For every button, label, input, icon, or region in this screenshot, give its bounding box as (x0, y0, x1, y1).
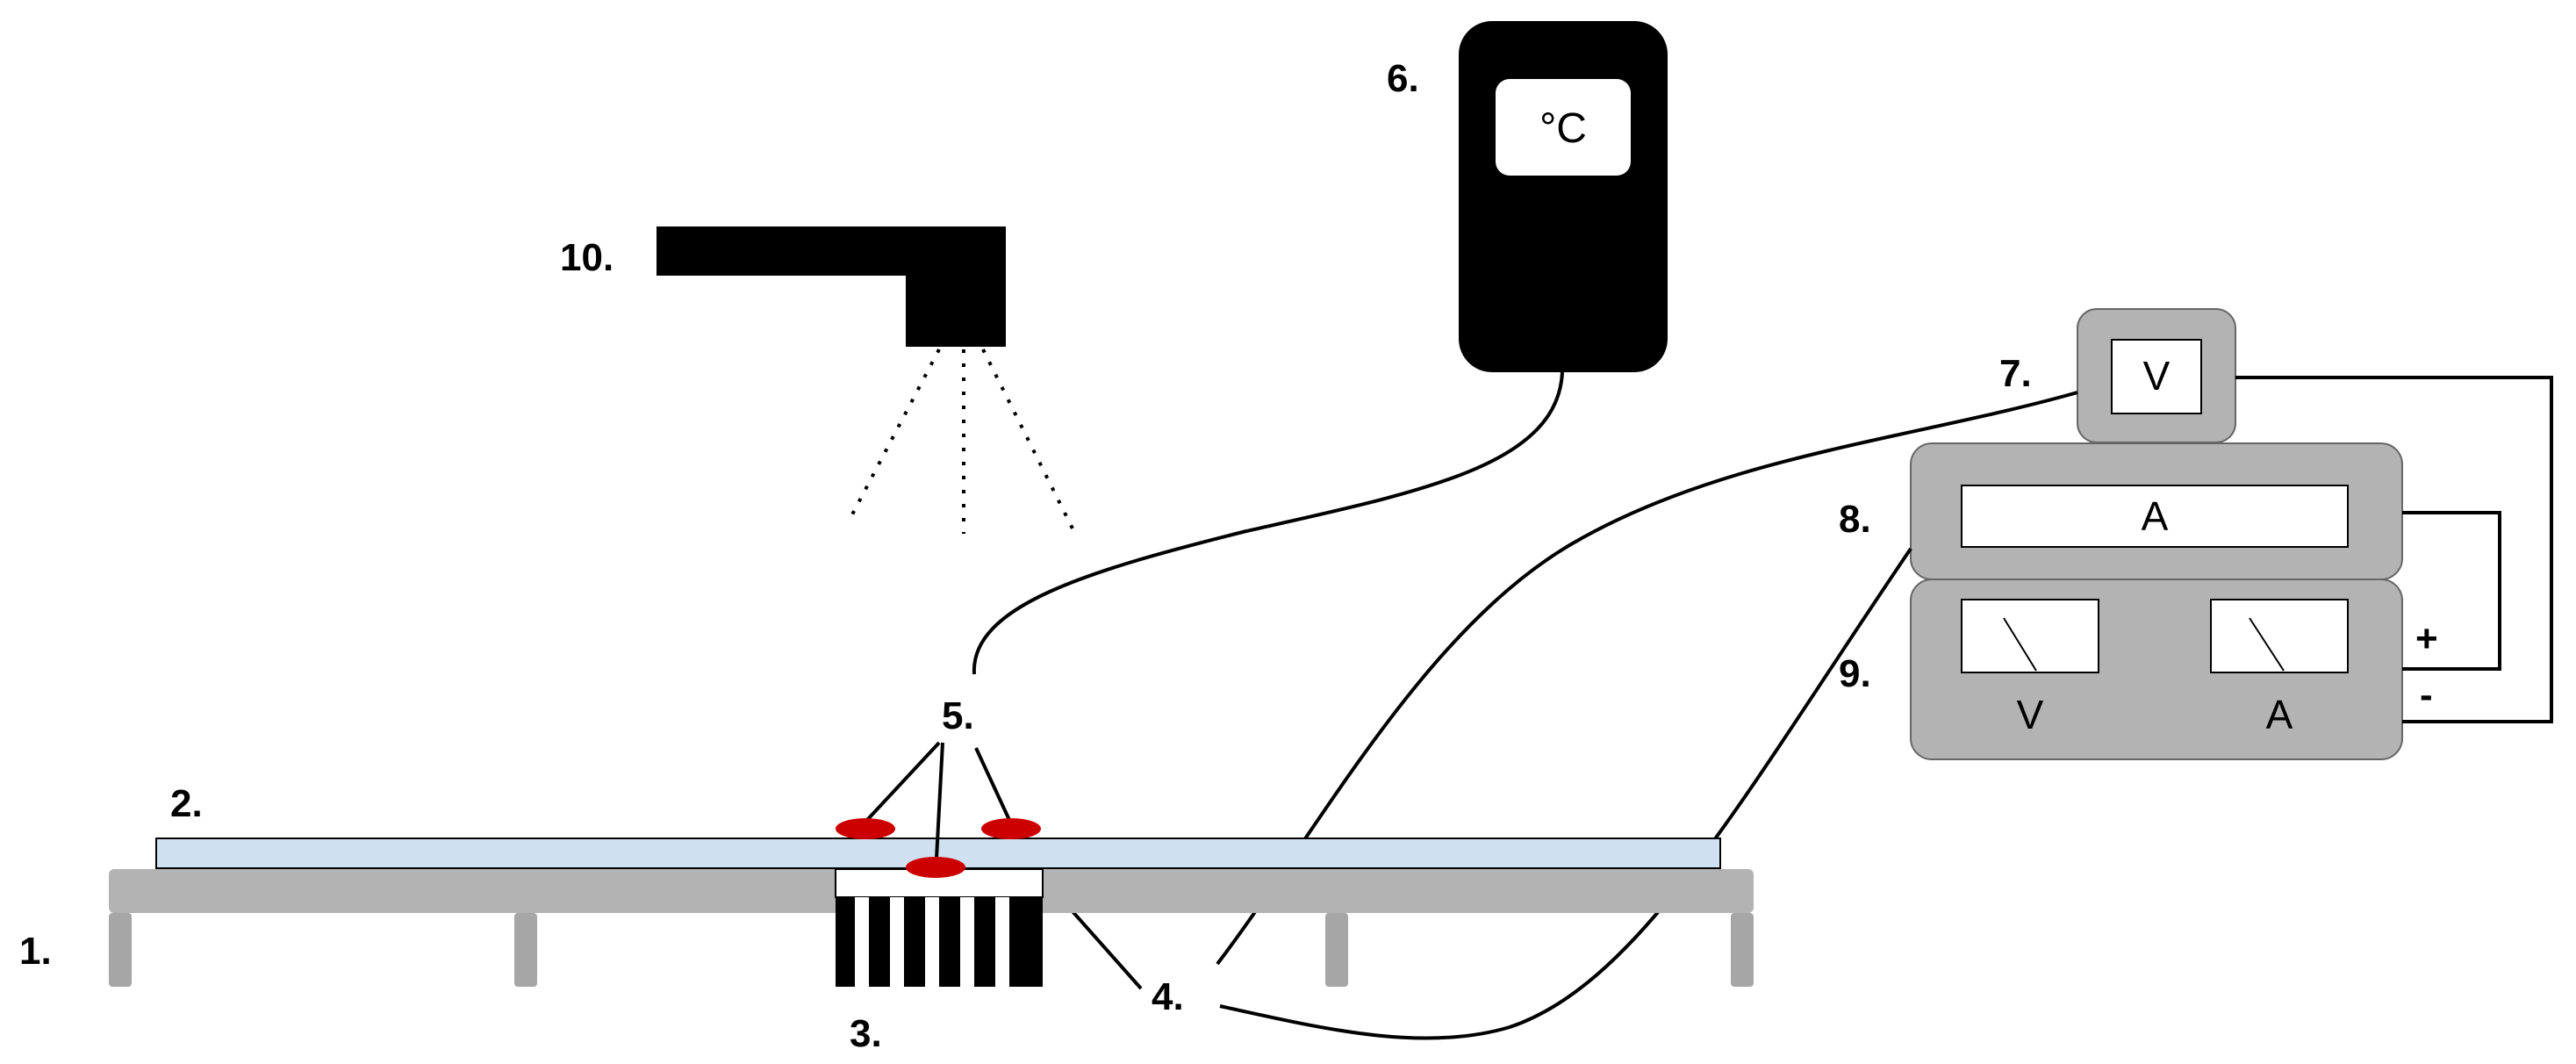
thermometer-unit: °C (1539, 105, 1587, 152)
label-electrodes: 4. (1152, 975, 1184, 1018)
terminal-plus: + (2415, 617, 2438, 660)
current-gauge-needle (2249, 617, 2285, 672)
voltmeter-display (2111, 339, 2202, 414)
label-thermometer: 6. (1387, 57, 1419, 100)
terminal-minus: - (2420, 673, 2433, 716)
thermocouple-bottom (906, 857, 965, 878)
label-thermocouples: 5. (942, 694, 974, 737)
voltage-gauge-label: V (2017, 692, 2044, 737)
label-heat-sink: 3. (850, 1012, 882, 1055)
thermocouple-pointers (865, 741, 1011, 859)
thermocouples (836, 818, 1041, 878)
spray-nozzle (657, 226, 1074, 534)
label-ammeter: 8. (1839, 498, 1871, 541)
spray-mist (850, 349, 1074, 534)
label-voltmeter: 7. (1999, 352, 2032, 395)
thermocouple-left (836, 818, 895, 839)
thermometer-display (1496, 79, 1631, 176)
ammeter: A (1910, 442, 2403, 580)
voltmeter: V (2077, 308, 2236, 443)
thermocouple-right (981, 818, 1041, 839)
circuit-wires (2235, 376, 2553, 723)
current-gauge (2210, 599, 2349, 673)
voltage-gauge-needle (2003, 617, 2037, 672)
power-supply: V A + - (1910, 579, 2438, 760)
current-gauge-label: A (2266, 692, 2293, 737)
label-power-supply: 9. (1839, 652, 1871, 695)
voltmeter-unit: V (2143, 353, 2171, 399)
thermocouple-cable (972, 371, 1564, 675)
heat-sink (835, 868, 1044, 987)
label-table: 1. (19, 930, 52, 973)
label-glass-plate: 2. (170, 782, 203, 825)
ammeter-display (1961, 485, 2349, 548)
ammeter-unit: A (2142, 493, 2169, 539)
thermometer: °C (1459, 21, 1668, 372)
label-spray-nozzle: 10. (560, 236, 614, 279)
